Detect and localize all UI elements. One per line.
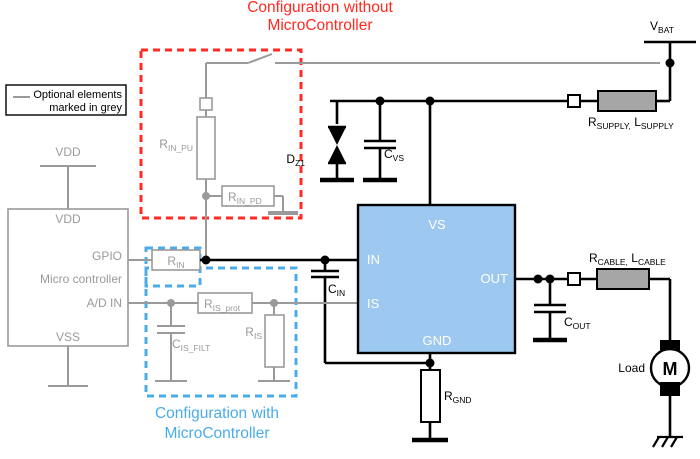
ic-pin-vs-label: VS	[428, 217, 446, 232]
junction-dot-vs	[425, 96, 435, 106]
mcu-rail-vdd-label: VDD	[55, 145, 81, 159]
ic-pin-out-label: OUT	[481, 271, 509, 286]
mcu-vdd-rail: VDD	[40, 145, 96, 209]
label-r-gnd: RGND	[444, 389, 472, 405]
label-c-out: COUT	[564, 315, 591, 331]
r-in-pd-branch: RIN_PD	[206, 185, 298, 215]
gnd-network: RGND	[325, 353, 472, 443]
label-d-z1: DZ1	[286, 152, 305, 168]
label-c-in: CIN	[328, 282, 345, 298]
title-without-line2: MicroController	[267, 17, 372, 34]
title-without-line1: Configuration without	[247, 0, 393, 16]
label-r-in: RIN	[167, 254, 184, 270]
legend-line2: marked in grey	[49, 102, 122, 114]
mcu-block: VDD GPIO Micro controller A/D IN VSS	[7, 208, 129, 347]
connector-square-rinpu	[199, 97, 213, 111]
mcu-pin-vss-label: VSS	[56, 330, 80, 344]
resistor-r-is: RIS	[245, 303, 290, 382]
legend-box: Optional elements marked in grey	[5, 84, 127, 116]
mcu-ground-symbol	[48, 346, 88, 387]
r-in-pu-branch: RIN_PU	[159, 63, 216, 256]
resistor-r-in-pu-body	[196, 116, 216, 180]
vbat-rail: VBAT	[644, 19, 696, 101]
supply-impedance-body	[597, 90, 657, 112]
label-r-is-prot: RIS_prot	[204, 297, 241, 313]
junction-dot-in-left	[201, 255, 211, 265]
mcu-block-label: Micro controller	[40, 272, 122, 286]
label-r-is: RIS	[245, 325, 262, 341]
mcu-pin-vdd-label: VDD	[55, 212, 81, 226]
supply-impedance-network: RSUPPLY, LSUPPLY	[567, 90, 674, 131]
cable-impedance-network: RCABLE, LCABLE	[567, 251, 670, 290]
resistor-r-is-body	[264, 314, 285, 368]
motor-terminal-bottom	[660, 382, 680, 396]
legend-line1: Optional elements	[33, 89, 122, 101]
cable-impedance-body	[596, 268, 650, 290]
red-dashed-region-without-mcu	[139, 48, 303, 220]
title-config-with-mcu: Configuration with MicroController	[155, 405, 279, 442]
title-with-line2: MicroController	[164, 425, 269, 442]
motor-label: M	[663, 359, 678, 379]
ic-pin-is-label: IS	[367, 296, 380, 311]
label-r-in-pu: RIN_PU	[159, 137, 193, 153]
ic-pin-gnd-label: GND	[423, 333, 452, 348]
supply-rail	[330, 96, 570, 106]
ic-pin-in-label: IN	[367, 252, 380, 267]
label-r-supply-l-supply: RSUPPLY, LSUPPLY	[588, 115, 674, 131]
diode-d-z1: DZ1	[286, 101, 354, 183]
capacitor-c-is-filt: CIS_FILT	[155, 303, 210, 382]
title-config-without-mcu: Configuration without MicroController	[247, 0, 393, 34]
blue-dashed-region-with-mcu	[144, 266, 298, 398]
r-in-branch: RIN	[128, 249, 201, 271]
connector-square-cable	[567, 272, 581, 286]
capacitor-c-vs: CVS	[363, 101, 404, 183]
mcu-pin-gpio-label: GPIO	[92, 249, 122, 263]
mcu-pin-adin-label: A/D IN	[87, 296, 122, 310]
capacitor-c-in: CIN	[311, 260, 345, 363]
title-with-line1: Configuration with	[155, 405, 279, 422]
in-node-wire	[200, 255, 361, 265]
label-v-bat: VBAT	[650, 19, 674, 35]
label-c-is-filt: CIS_FILT	[172, 337, 210, 353]
ic-block: VS IN IS GND OUT	[356, 203, 517, 355]
label-r-in-pd: RIN_PD	[228, 190, 262, 206]
out-node-wire	[515, 274, 570, 284]
is-signal-path: RIS_prot	[128, 292, 361, 314]
label-load: Load	[618, 361, 645, 375]
connector-square-supply	[567, 94, 581, 108]
motor-load: M Load	[618, 279, 691, 448]
junction-dot-vbat	[665, 58, 675, 68]
label-c-vs: CVS	[384, 147, 404, 163]
junction-dot-out-a	[533, 274, 543, 284]
switch-symbol	[206, 53, 660, 64]
label-r-cable-l-cable: RCABLE, LCABLE	[589, 251, 666, 267]
resistor-r-gnd-body	[420, 369, 441, 423]
capacitor-c-out: COUT	[533, 279, 591, 343]
